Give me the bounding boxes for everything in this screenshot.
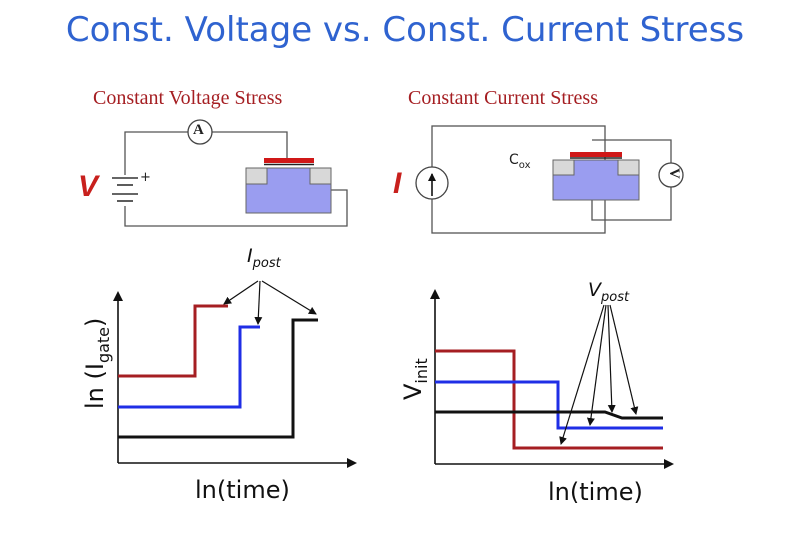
- cvs-annotation-arrow: [254, 280, 263, 325]
- cvs-y-axis-label: ln (Igate): [81, 317, 113, 409]
- cvs-wire-top-left: [124, 131, 188, 175]
- cvs-trace-blue: [118, 325, 260, 409]
- ccs-annotation-label: Vpost: [588, 279, 630, 305]
- ccs-annotation-arrow: [609, 304, 639, 415]
- cvs-circuit: +: [112, 119, 348, 227]
- cvs-annotation-arrow: [261, 280, 317, 315]
- cvs-x-axis-label: ln(time): [195, 476, 290, 504]
- cvs-annotation-arrow: [223, 280, 259, 305]
- voltmeter-symbol: [658, 162, 684, 188]
- cvs-wire-top-right: [212, 131, 288, 158]
- ccs-plot: [430, 289, 674, 469]
- current-source-label: I: [393, 167, 402, 200]
- cvs-mos-source: [245, 167, 268, 185]
- cvs-mos-drain: [309, 167, 332, 185]
- ccs-trace-red: [435, 349, 663, 450]
- battery-plus: +: [140, 170, 151, 185]
- cvs-annotation-label: Ipost: [247, 245, 281, 271]
- ccs-annotation-arrow: [607, 304, 616, 413]
- cvs-mos-gate: [264, 158, 314, 163]
- voltage-source-label: V: [78, 170, 99, 203]
- ammeter-label: A: [193, 122, 204, 138]
- cvs-plot: [113, 280, 357, 468]
- capacitor-label: Cox: [509, 152, 531, 171]
- ccs-mos-source: [552, 159, 575, 176]
- ccs-annotation-arrow: [559, 304, 605, 445]
- ccs-meter-wire-bottom: [591, 187, 672, 221]
- ammeter-symbol: [187, 119, 213, 145]
- ccs-mos-drain: [617, 159, 640, 176]
- ccs-y-axis-label: Vinit: [399, 358, 431, 400]
- voltmeter-label: V: [666, 168, 682, 179]
- ccs-x-axis-label: ln(time): [548, 478, 643, 506]
- ccs-trace-blue: [435, 380, 663, 430]
- cvs-trace-black: [118, 318, 318, 439]
- cvs-wire-bottom: [124, 189, 348, 227]
- left-panel-heading: Constant Voltage Stress: [93, 87, 283, 109]
- cvs-trace-red: [118, 304, 228, 378]
- ccs-annotation-arrow: [586, 304, 607, 426]
- right-panel-heading: Constant Current Stress: [408, 87, 598, 109]
- ccs-circuit: [415, 125, 684, 234]
- ccs-mos-gate: [570, 152, 622, 157]
- slide-title: Const. Voltage vs. Const. Current Stress: [65, 10, 745, 50]
- ccs-meter-wire-top: [592, 139, 672, 163]
- ccs-trace-black: [435, 410, 663, 420]
